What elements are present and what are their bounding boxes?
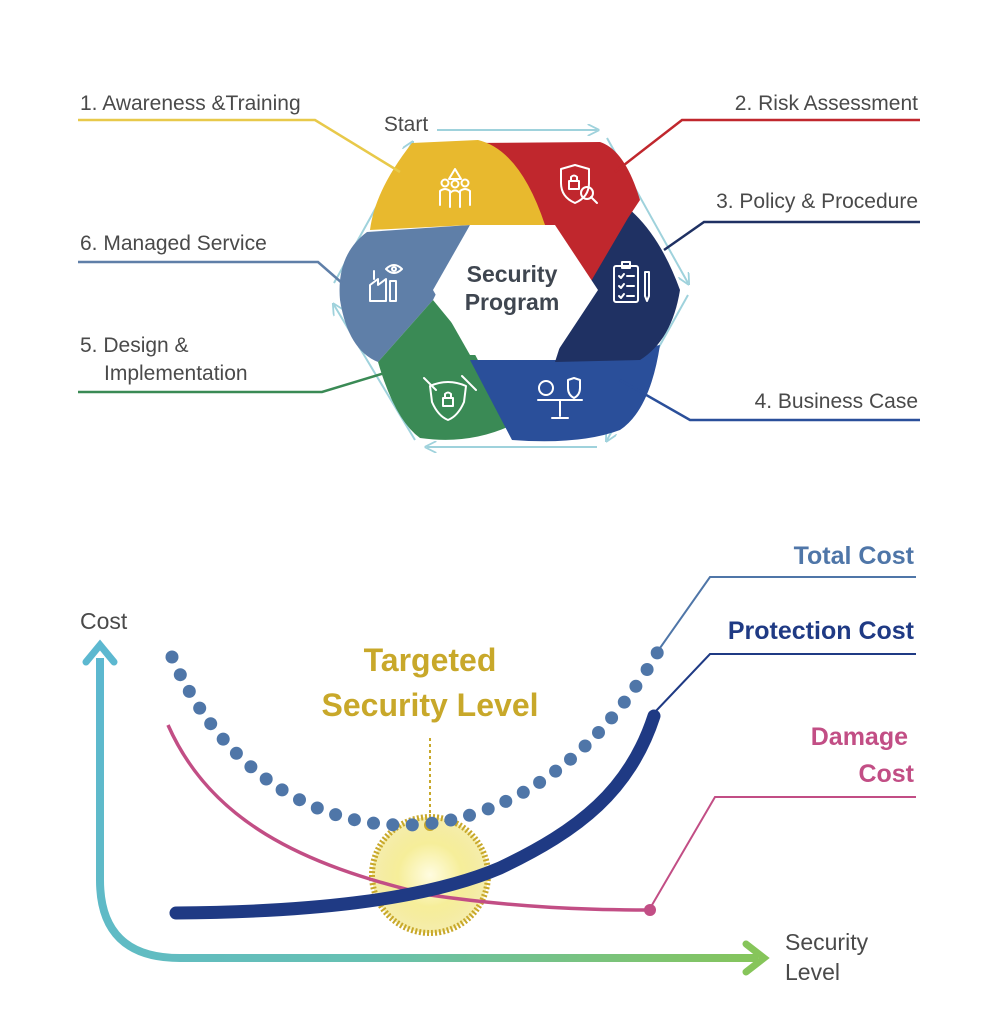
damage-cost-leader — [651, 796, 916, 906]
damage-cost-endpoint — [644, 904, 656, 916]
step-label-managed-service: 6. Managed Service — [78, 232, 343, 284]
segment-design-implementation — [378, 300, 512, 440]
total-cost-dot — [481, 802, 495, 816]
x-axis-label-line1: Security — [785, 929, 869, 955]
total-cost-dot — [182, 684, 196, 698]
step-text-4: 4. Business Case — [755, 390, 918, 413]
total-cost-dot — [564, 752, 577, 766]
factory-eye-icon — [369, 264, 403, 302]
total-cost-dot — [259, 772, 273, 786]
step-label-policy-procedure: 3. Policy & Procedure — [663, 190, 920, 252]
start-label: Start — [384, 113, 429, 136]
people-alert-icon — [439, 168, 471, 208]
total-cost-dot — [444, 813, 458, 827]
step-text-5b: Implementation — [104, 362, 248, 385]
damage-cost-label-line1: Damage — [811, 723, 908, 751]
center-hexagon — [433, 225, 598, 355]
total-cost-dot — [605, 711, 619, 725]
y-axis-label: Cost — [80, 608, 128, 634]
total-cost-label: Total Cost — [794, 542, 915, 570]
step-label-business-case: 4. Business Case — [619, 378, 920, 422]
total-cost-dot — [650, 646, 664, 660]
target-glow — [372, 817, 488, 933]
center-label-line1: Security — [467, 261, 558, 287]
total-cost-dot — [229, 746, 243, 760]
total-cost-dot — [275, 783, 289, 797]
total-cost-dot — [578, 739, 592, 753]
segment-business-case — [470, 345, 660, 442]
damage-cost-label-line2: Cost — [858, 760, 914, 788]
total-cost-dot — [347, 813, 361, 827]
total-cost-dot — [386, 818, 400, 832]
total-cost-dot — [629, 679, 643, 693]
x-axis-arrow — [742, 940, 770, 976]
shield-tools-icon — [423, 375, 477, 421]
total-cost-dot — [173, 668, 187, 682]
total-cost-dot — [204, 717, 218, 731]
step-text-2: 2. Risk Assessment — [735, 92, 918, 115]
step-text-5a: 5. Design & — [80, 334, 189, 357]
total-cost-dot — [244, 760, 258, 774]
total-cost-dot — [165, 650, 179, 664]
total-cost-dot — [216, 732, 230, 746]
balance-scale-icon — [537, 377, 583, 419]
step-text-6: 6. Managed Service — [80, 232, 267, 255]
axes — [96, 658, 758, 962]
total-cost-dot — [549, 764, 563, 778]
protection-cost-curve — [169, 709, 661, 920]
center-label-line2: Program — [465, 289, 560, 315]
protection-cost-leader — [654, 653, 916, 713]
total-cost-dot — [293, 793, 306, 807]
total-cost-dot — [516, 785, 530, 799]
x-axis-label-line2: Level — [785, 959, 840, 985]
total-cost-dot — [463, 808, 476, 822]
total-cost-dot — [425, 816, 439, 830]
total-cost-curve — [165, 646, 664, 832]
total-cost-leader — [659, 576, 916, 649]
shield-search-icon — [560, 164, 598, 204]
target-label-line2: Security Level — [322, 687, 539, 723]
total-cost-dot — [310, 801, 324, 815]
total-cost-dot — [193, 701, 207, 715]
total-cost-dot — [592, 726, 605, 739]
total-cost-dot — [617, 695, 631, 709]
total-cost-dot — [405, 818, 419, 832]
total-cost-dot — [499, 794, 513, 808]
total-cost-dot — [329, 808, 343, 822]
y-axis-arrow — [82, 639, 118, 666]
total-cost-dot — [367, 816, 380, 830]
segment-managed-service — [339, 225, 470, 362]
step-text-1: 1. Awareness &Training — [80, 92, 301, 115]
target-label-line1: Targeted — [364, 642, 497, 678]
clipboard-checklist-icon — [613, 261, 650, 303]
cost-chart: Total Cost Protection Cost Damage Cost T… — [80, 542, 916, 985]
protection-cost-label: Protection Cost — [728, 617, 915, 645]
step-label-risk-assessment: 2. Risk Assessment — [614, 92, 920, 173]
step-label-design-implementation: 5. Design & Implementation — [78, 334, 389, 394]
total-cost-dot — [533, 775, 547, 789]
total-cost-dot — [640, 663, 654, 676]
cycle-diagram: Security Program — [78, 92, 920, 447]
segment-policy-procedure — [555, 208, 680, 362]
step-text-3: 3. Policy & Procedure — [716, 190, 918, 213]
step-label-awareness-training: 1. Awareness &Training — [78, 92, 401, 174]
